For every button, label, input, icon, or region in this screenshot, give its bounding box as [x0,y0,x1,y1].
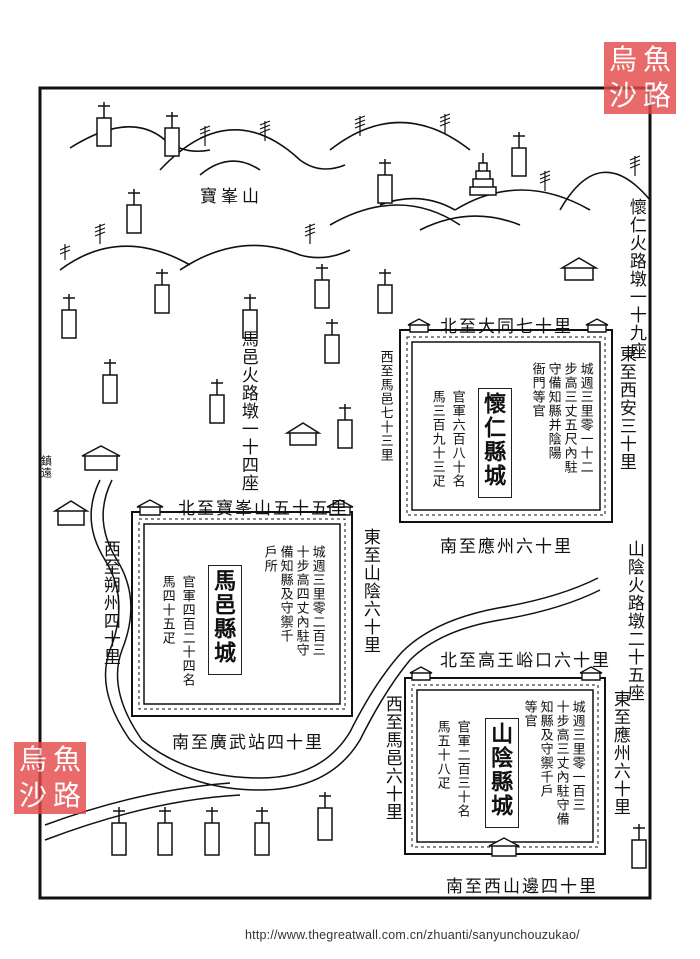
mayi-east: 東至山陰六十里 [359,528,380,654]
seal-stamp-top: 烏魚沙路 [604,42,676,114]
huairen-beacons: 懷仁火路墩一十九座 [625,198,646,360]
huairen-garrison-1: 官軍六百八十名 [449,390,465,488]
shanyin-info-2: 十步高三丈內駐守備 [553,700,569,826]
mayi-beacons: 馬邑火路墩一十四座 [237,330,258,492]
beacon-towers [61,102,647,869]
shanyin-garrison-1: 官軍二百三十名 [454,720,470,818]
tree-marks [59,113,641,260]
shanyin-info-4: 等官 [521,700,537,728]
shanyin-south: 南至西山邊四十里 [446,877,598,897]
shanyin-east: 東至應州六十里 [609,690,630,816]
pagoda [52,153,599,526]
huairen-info-1: 城週三里零一十二 [577,362,593,474]
gate-towers [136,318,609,857]
huairen-name-box [478,388,512,498]
mayi-info-4: 戶所 [261,545,277,573]
shanyin-name-box [485,718,519,828]
shanyin-info-1: 城週三里零一百三 [569,700,585,812]
huairen-garrison-2: 馬三百九十三疋 [429,390,445,488]
mayi-info-2: 十步高四丈內駐守 [293,545,309,657]
shanyin-garrison-2: 馬五十八疋 [434,720,450,790]
mayi-north: 北至寶峯山五十五里 [178,499,349,519]
huairen-north: 北至大同七十里 [440,317,573,337]
mayi-name-box [208,565,242,675]
mayi-garrison-1: 官軍四百二十四名 [179,575,195,687]
mayi-city-name: 馬邑縣城 [210,569,237,665]
huairen-city-name: 懷仁縣城 [480,392,507,488]
mayi-city-walls [131,511,353,717]
huairen-east: 東至西安三十里 [615,345,636,471]
shanyin-city-name: 山陰縣城 [487,722,514,818]
mayi-garrison-2: 馬四十五疋 [159,575,175,645]
seal-stamp-bottom: 烏魚沙路 [14,742,86,814]
huairen-city-walls [399,329,613,523]
huairen-info-4: 衙門等官 [529,362,545,418]
mountain-range [59,121,651,271]
shanyin-north: 北至高王峪口六十里 [440,651,611,671]
road [44,479,601,841]
map-frame [38,86,652,900]
shanyin-beacons: 山陰火路墩二十五座 [623,540,644,702]
mayi-south: 南至廣武站四十里 [172,733,324,753]
mayi-west: 西至朔州四十里 [99,540,120,666]
huairen-west: 西至馬邑七十三里 [377,350,393,462]
mayi-info-3: 備知縣及守禦千 [277,545,293,643]
mayi-info-1: 城週三里零二百三 [309,545,325,657]
shanyin-west: 西至馬邑六十里 [381,695,402,821]
source-url: http://www.thegreatwall.com.cn/zhuanti/s… [245,928,580,942]
shanyin-info-3: 知縣及守禦千戶 [537,700,553,798]
huairen-info-2: 步高三丈五尺內駐 [561,362,577,474]
small-fort-label: 鎮遠 [39,455,53,479]
mountain-label: 寶峯山 [200,187,263,207]
huairen-info-3: 守備知縣并陰陽 [545,362,561,460]
huairen-south: 南至應州六十里 [440,537,573,557]
